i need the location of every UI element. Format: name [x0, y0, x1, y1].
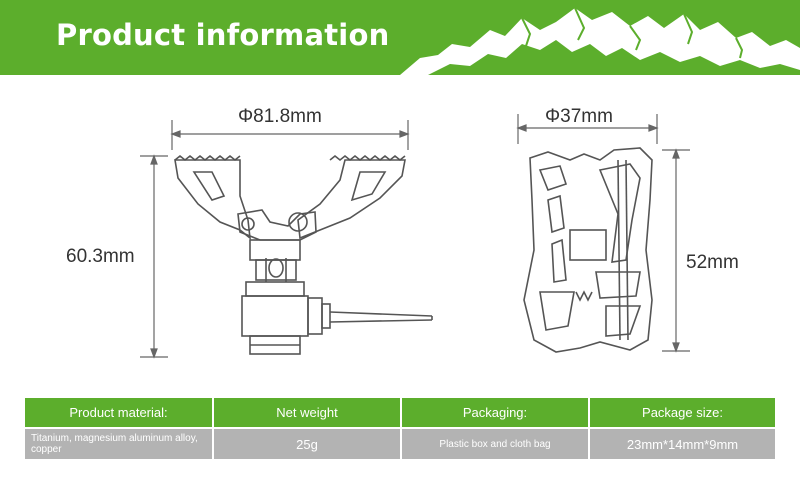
right-width-dimension: Φ37mm: [545, 106, 613, 127]
spec-table: Product material: Net weight Packaging: …: [25, 398, 775, 459]
header-packaging: Packaging:: [401, 398, 590, 428]
header-size: Package size:: [589, 398, 775, 428]
header-banner: Product information: [0, 0, 800, 75]
right-height-dimension: 52mm: [686, 252, 739, 273]
spec-header-row: Product material: Net weight Packaging: …: [25, 398, 775, 428]
value-packaging: Plastic box and cloth bag: [401, 427, 590, 459]
left-height-dimension: 60.3mm: [66, 246, 135, 267]
mountain-silhouette-icon: [400, 7, 800, 75]
value-size: 23mm*14mm*9mm: [589, 427, 775, 459]
stove-technical-drawing: [140, 114, 690, 359]
page-title: Product information: [56, 18, 390, 52]
value-weight: 25g: [213, 427, 402, 459]
header-material: Product material:: [25, 398, 214, 428]
value-material: Titanium, magnesium aluminum alloy, copp…: [25, 427, 214, 459]
left-width-dimension: Φ81.8mm: [238, 106, 322, 127]
header-weight: Net weight: [213, 398, 402, 428]
spec-value-row: Titanium, magnesium aluminum alloy, copp…: [25, 427, 775, 459]
